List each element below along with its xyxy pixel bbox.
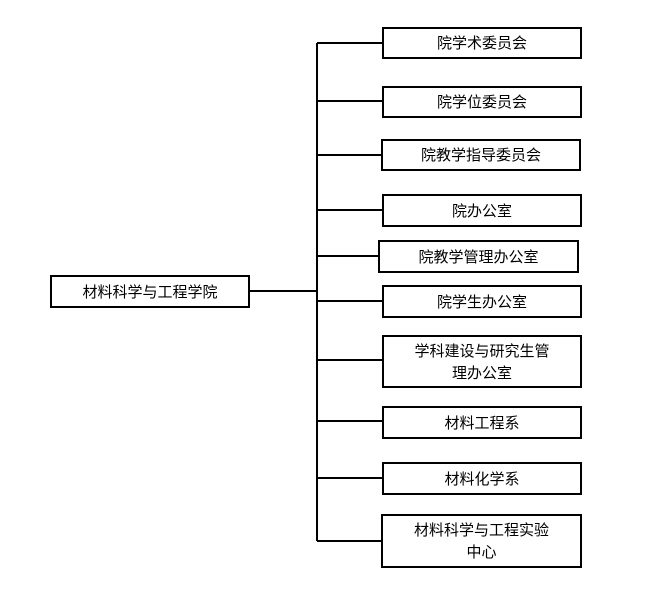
unit-materials-engineering-dept: 材料工程系 <box>382 406 582 439</box>
unit-experiment-center: 材料科学与工程实验 中心 <box>381 514 582 568</box>
unit-degree-committee: 院学位委员会 <box>382 86 582 118</box>
unit-materials-chemistry-dept: 材料化学系 <box>382 462 582 495</box>
unit-discipline-graduate-office: 学科建设与研究生管 理办公室 <box>382 335 582 388</box>
unit-student-office: 院学生办公室 <box>382 285 582 318</box>
unit-teaching-guidance-committee: 院教学指导委员会 <box>381 139 581 171</box>
root-node: 材料科学与工程学院 <box>50 275 250 308</box>
unit-college-office: 院办公室 <box>382 194 582 227</box>
unit-academic-committee: 院学术委员会 <box>382 27 582 59</box>
unit-teaching-admin-office: 院教学管理办公室 <box>378 240 579 273</box>
